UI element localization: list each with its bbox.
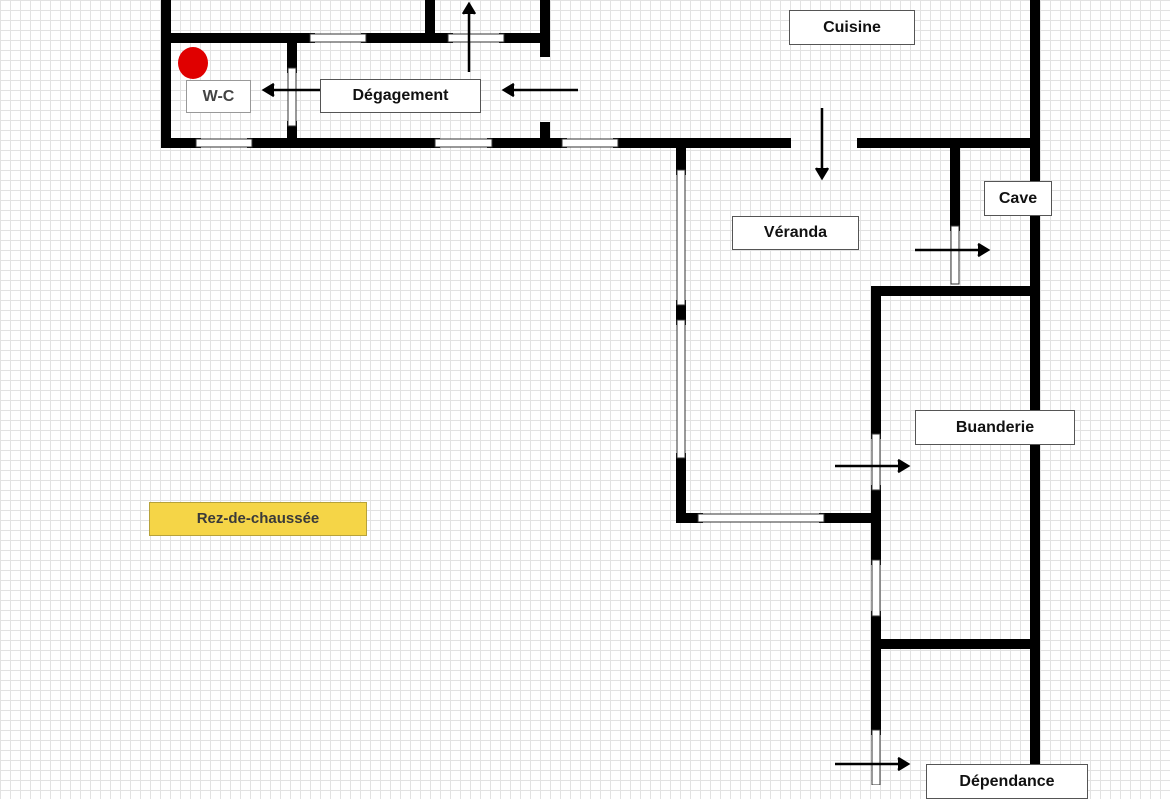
window <box>195 138 253 148</box>
window <box>561 138 619 148</box>
level-label: Rez-de-chaussée <box>149 502 367 536</box>
room-label-wc: W-C <box>186 80 251 113</box>
window <box>871 433 881 491</box>
room-label-buanderie: Buanderie <box>915 410 1075 445</box>
room-label-cuisine: Cuisine <box>789 10 915 45</box>
location-marker <box>178 47 208 79</box>
window <box>676 319 686 459</box>
window <box>697 513 825 523</box>
window <box>950 225 960 285</box>
window <box>287 67 297 127</box>
window <box>871 559 881 617</box>
window <box>434 138 493 148</box>
room-label-veranda: Véranda <box>732 216 859 250</box>
room-label-dependance: Dépendance <box>926 764 1088 799</box>
room-label-cave: Cave <box>984 181 1052 216</box>
window <box>871 729 881 785</box>
room-label-degagement: Dégagement <box>320 79 481 113</box>
windows <box>195 33 960 785</box>
window <box>447 33 505 43</box>
walls <box>161 0 1040 775</box>
window <box>676 169 686 306</box>
window <box>309 33 367 43</box>
